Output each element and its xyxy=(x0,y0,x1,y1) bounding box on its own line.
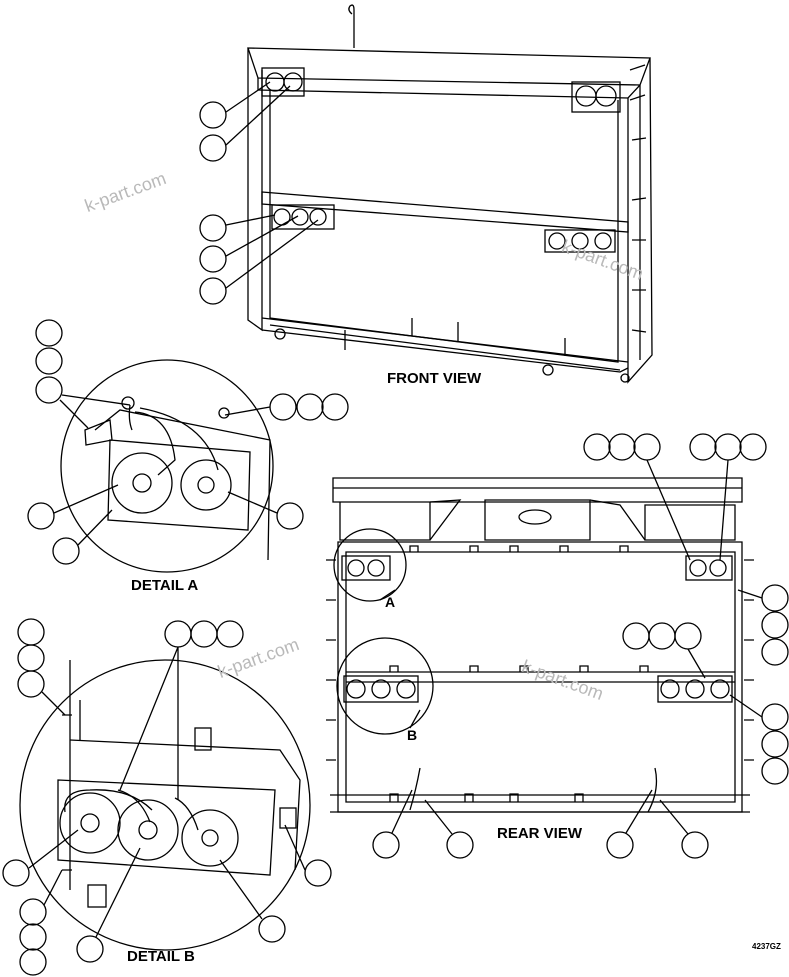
callout-circle xyxy=(199,214,227,242)
front-view-title: FRONT VIEW xyxy=(387,370,482,387)
callout-circle xyxy=(199,277,227,305)
callout-circle xyxy=(199,134,227,162)
rear-view-callouts xyxy=(372,433,789,859)
detail-b-marker: B xyxy=(407,727,418,743)
detail-a-title: DETAIL A xyxy=(131,577,199,594)
detail-a-marker: A xyxy=(385,594,396,610)
rear-view-drawing xyxy=(326,477,754,813)
detail-a-callouts xyxy=(27,319,349,565)
rear-view-title: REAR VIEW xyxy=(497,825,583,842)
front-view-callouts xyxy=(199,81,319,305)
callout-circle xyxy=(199,101,227,129)
detail-b-drawing xyxy=(19,659,311,951)
detail-b-title: DETAIL B xyxy=(127,948,195,965)
callout-circle xyxy=(199,245,227,273)
figure-number: 4237GZ xyxy=(752,942,781,951)
detail-b-callouts xyxy=(2,618,332,976)
front-view-drawing xyxy=(247,4,653,384)
detail-a-drawing xyxy=(60,359,274,573)
